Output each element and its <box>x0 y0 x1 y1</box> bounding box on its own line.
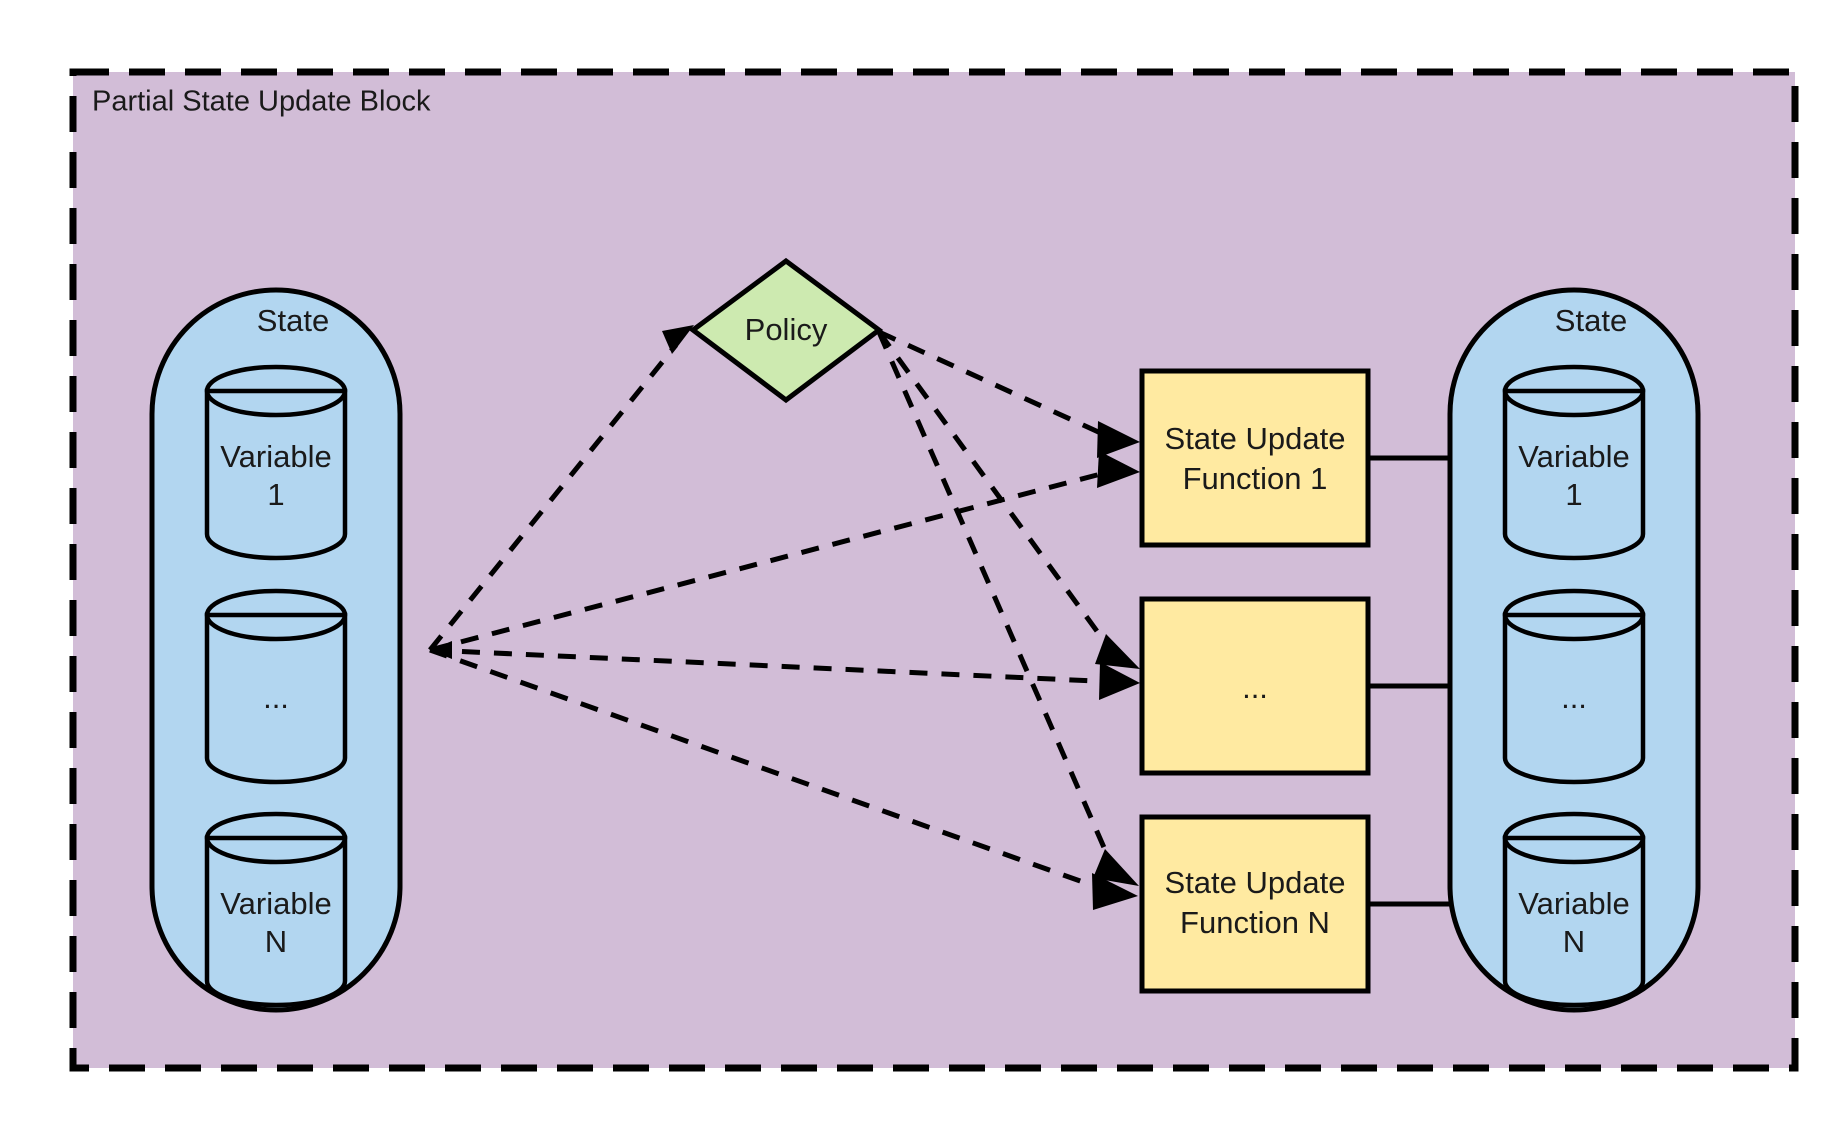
state-update-function-1-label-line1: State Update <box>1165 421 1346 456</box>
input-variable-n-cylinder[interactable]: Variable N <box>204 811 348 1008</box>
state-update-function-ellipsis-box[interactable] <box>1139 596 1371 776</box>
output-state-group: State Variable 1 ... Variable N <box>1447 287 1701 1013</box>
input-variable-ellipsis-cylinder[interactable]: ... <box>204 588 348 785</box>
policy-label: Policy <box>745 312 828 347</box>
policy-diamond[interactable] <box>688 257 884 404</box>
edge-policy-to-function-1 <box>877 329 1118 443</box>
input-variable-ellipsis-label-line1: ... <box>263 680 289 715</box>
input-variable-1-cylinder[interactable]: Variable 1 <box>204 364 348 561</box>
edge-fan-origin-marker <box>430 641 452 659</box>
policy-node[interactable]: Policy <box>688 257 884 404</box>
input-variable-n-label-line1: Variable <box>220 886 331 921</box>
edge-state-to-function-1-arrowhead <box>1097 451 1140 488</box>
edge-policy-to-function-n-arrowhead <box>1093 849 1139 886</box>
output-variable-1-label-line1: Variable <box>1518 439 1629 474</box>
state-update-function-n-box[interactable] <box>1139 814 1371 994</box>
state-update-function-n-label-line1: State Update <box>1165 865 1346 900</box>
output-state-label: State <box>1555 303 1627 338</box>
edge-policy-to-function-ellipsis-arrowhead <box>1095 634 1140 669</box>
edge-state-to-policy <box>428 343 678 652</box>
output-variable-ellipsis-label-line1: ... <box>1561 680 1587 715</box>
input-variable-1-label-line2: 1 <box>267 477 284 512</box>
state-update-function-1-box[interactable] <box>1139 368 1371 548</box>
input-state-group: State Variable 1 ... Variable N <box>149 287 403 1013</box>
edge-policy-to-function-ellipsis <box>876 330 1121 662</box>
edge-state-to-policy-arrowhead <box>662 325 694 354</box>
input-variable-1-label-line1: Variable <box>220 439 331 474</box>
input-state-label: State <box>257 303 329 338</box>
state-update-function-1-label-line2: Function 1 <box>1183 461 1328 496</box>
edge-policy-to-function-n <box>876 330 1119 877</box>
output-variable-ellipsis-cylinder[interactable]: ... <box>1502 588 1646 785</box>
output-variable-1-cylinder[interactable]: Variable 1 <box>1502 364 1646 561</box>
output-variable-n-cylinder[interactable]: Variable N <box>1502 811 1646 1008</box>
state-update-function-1-node[interactable]: State Update Function 1 <box>1139 368 1371 548</box>
block-title: Partial State Update Block <box>92 86 431 118</box>
state-update-function-ellipsis-label-line1: ... <box>1242 670 1268 705</box>
output-variable-n-label-line2: N <box>1563 924 1585 959</box>
input-variable-n-label-line2: N <box>265 924 287 959</box>
edge-policy-to-function-1-arrowhead <box>1097 421 1140 458</box>
state-update-function-ellipsis-node[interactable]: ... <box>1139 596 1371 776</box>
edge-state-to-function-n-arrowhead <box>1092 873 1138 910</box>
output-variable-n-label-line1: Variable <box>1518 886 1629 921</box>
edges-from-policy <box>876 329 1140 886</box>
edge-state-to-function-ellipsis-arrowhead <box>1099 662 1140 700</box>
edge-state-to-function-n <box>429 647 1115 896</box>
state-update-function-n-label-line2: Function N <box>1180 905 1330 940</box>
output-variable-1-label-line2: 1 <box>1565 477 1582 512</box>
state-update-function-n-node[interactable]: State Update Function N <box>1139 814 1371 994</box>
